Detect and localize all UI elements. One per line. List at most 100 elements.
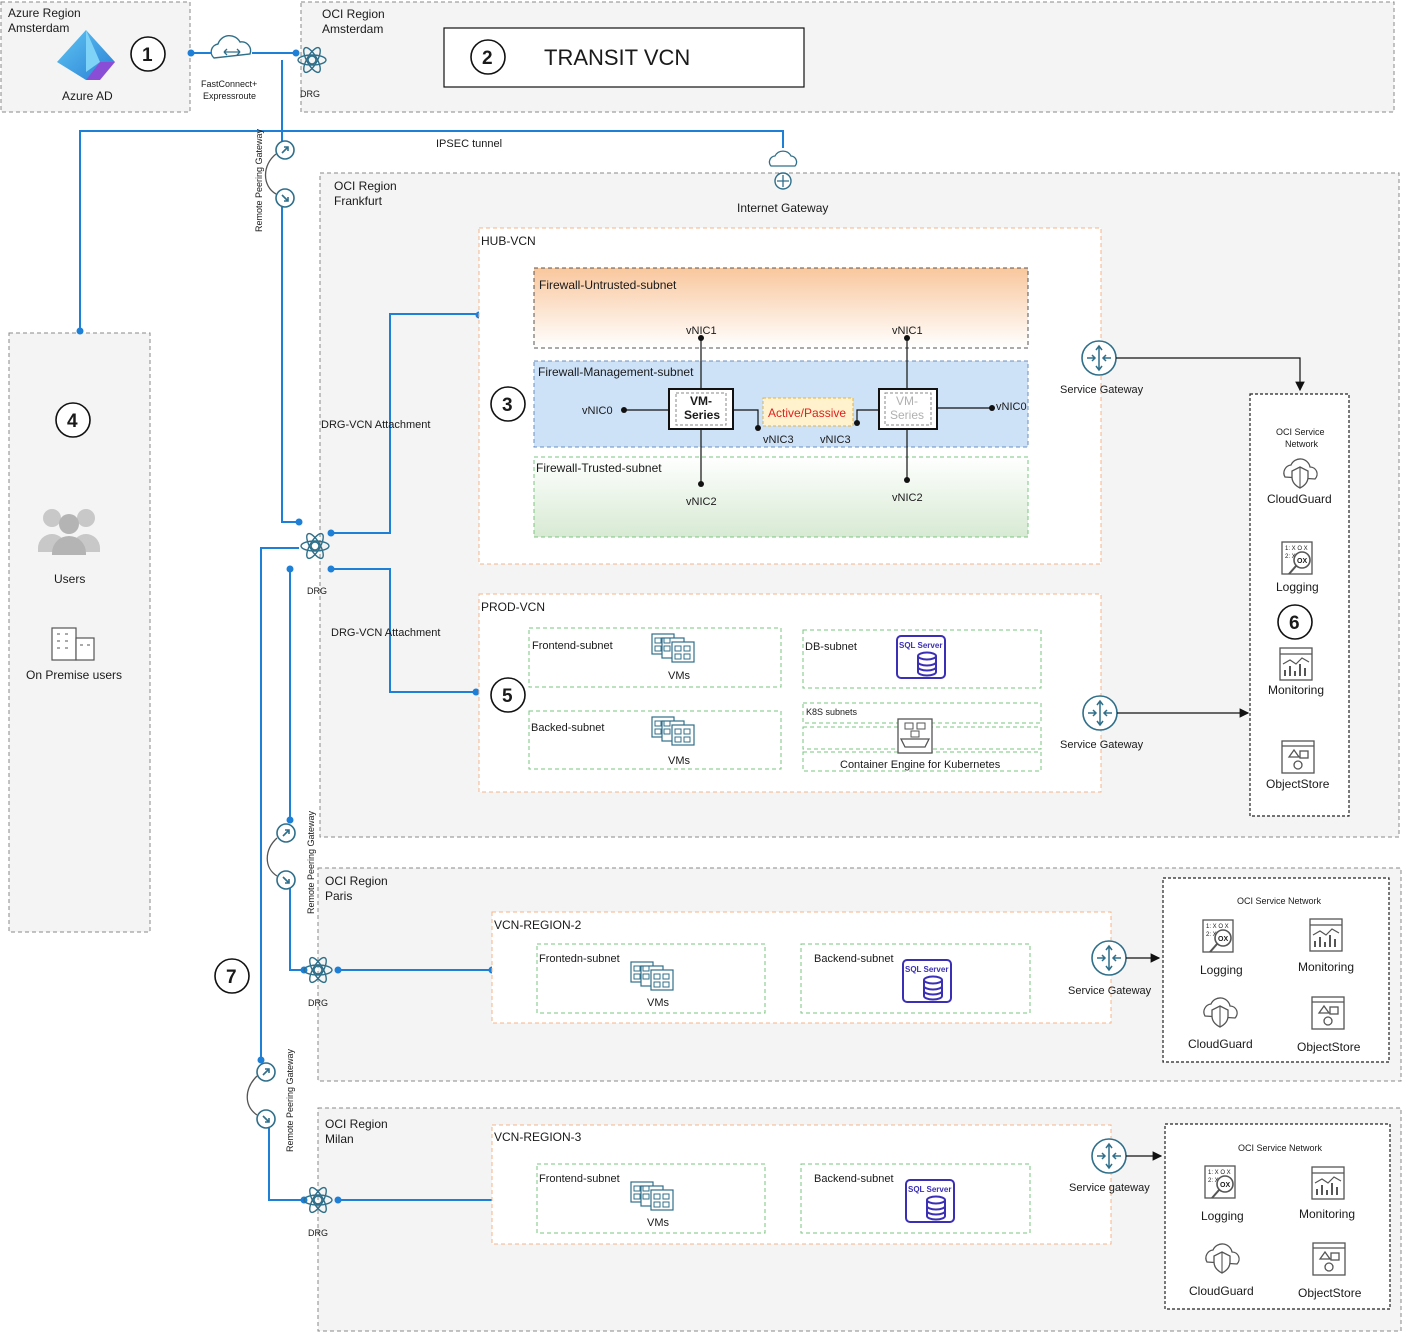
fastconnect-label-2: Expressroute	[203, 91, 256, 101]
container-engine-label: Container Engine for Kubernetes	[840, 759, 1001, 771]
prod-db-subnet-label: DB-subnet	[805, 641, 857, 653]
marker-3: 3	[502, 395, 513, 416]
link-drg-milan-chain	[260, 547, 299, 1060]
logging-milan-label: Logging	[1201, 1209, 1244, 1223]
milan-vms-label: VMs	[647, 1217, 670, 1229]
service-gateway-paris-label: Service Gateway	[1068, 985, 1152, 997]
monitoring-milan-label: Monitoring	[1299, 1207, 1355, 1221]
marker-5: 5	[502, 686, 513, 707]
paris-frontend-subnet-label: Frontedn-subnet	[539, 953, 620, 965]
vnic1-secondary-label: vNIC1	[892, 325, 923, 337]
milan-sql-server-label: SQL Server	[908, 1185, 951, 1194]
rpg-connector-1	[264, 153, 277, 195]
vnic2-secondary-label: vNIC2	[892, 492, 923, 504]
marker-4: 4	[67, 411, 78, 432]
firewall-wire-endpoints	[621, 335, 995, 487]
marker-7: 7	[226, 967, 237, 988]
oci-amsterdam-title: OCI Region	[322, 7, 385, 21]
rpg-paris-icon	[276, 870, 296, 890]
users-label: Users	[54, 572, 85, 586]
milan-frontend-subnet-label: Frontend-subnet	[539, 1173, 620, 1185]
vcn-region-2-title: VCN-REGION-2	[494, 918, 582, 932]
prod-backend-vms-label: VMs	[668, 755, 691, 767]
oci-milan-location: Milan	[325, 1132, 354, 1146]
logging-milan-icon	[1204, 1165, 1236, 1199]
rpg-frankfurt-milan-icon	[256, 1062, 276, 1082]
hub-vcn-title: HUB-VCN	[481, 234, 536, 248]
link-rpg-drg-milan	[268, 1128, 304, 1201]
objectstore-milan-icon	[1312, 1242, 1346, 1276]
azure-ad-icon	[57, 30, 115, 80]
prod-backend-subnet-label: Backed-subnet	[531, 722, 604, 734]
vm-series-secondary-line2: Series	[890, 408, 924, 422]
rpg-label-1: Remote Peering Gateway	[254, 128, 264, 232]
objectstore-paris-icon	[1311, 996, 1345, 1030]
service-gateway-milan-icon	[1091, 1138, 1127, 1174]
objectstore-frankfurt-label: ObjectStore	[1266, 777, 1330, 791]
objectstore-frankfurt-icon	[1281, 740, 1315, 774]
service-gateway-paris-icon	[1091, 940, 1127, 976]
vnic0-primary-label: vNIC0	[582, 405, 613, 417]
rpg-connector-2	[266, 837, 278, 877]
cloudguard-paris-label: CloudGuard	[1188, 1037, 1253, 1051]
users-icon	[38, 509, 100, 555]
drg-paris-label: DRG	[308, 998, 328, 1008]
vnic3-primary-label: vNIC3	[763, 434, 794, 446]
logging-paris-icon	[1202, 919, 1234, 953]
k8s-subnet-box-1	[802, 702, 1042, 724]
prod-frontend-vms-label: VMs	[668, 670, 691, 682]
service-gateway-hub-icon	[1081, 340, 1117, 376]
vm-series-primary-line1: VM-	[690, 394, 712, 408]
rpg-label-2: Remote Peering Gateway	[306, 810, 316, 914]
marker-6: 6	[1289, 613, 1300, 634]
logging-frankfurt-icon	[1281, 541, 1313, 575]
prod-frontend-subnet-label: Frontend-subnet	[532, 640, 613, 652]
paris-vms-label: VMs	[647, 997, 670, 1009]
oci-paris-title: OCI Region	[325, 874, 388, 888]
vm-series-secondary-inner	[884, 392, 932, 426]
management-subnet-label: Firewall-Management-subnet	[538, 365, 694, 379]
untrusted-subnet-box	[533, 267, 1029, 349]
oci-service-network-paris-box	[1162, 877, 1390, 1063]
vm-series-primary-inner	[675, 392, 727, 426]
rpg-frankfurt-icon	[275, 188, 295, 208]
milan-backend-subnet-label: Backend-subnet	[814, 1173, 894, 1185]
azure-ad-label: Azure AD	[62, 89, 113, 103]
fastconnect-label-1: FastConnect+	[201, 79, 257, 89]
oci-frankfurt-location: Frankfurt	[334, 194, 383, 208]
drg-vcn-attachment-label-2: DRG-VCN Attachment	[331, 627, 440, 639]
firewall-wires	[624, 338, 992, 484]
drg-vcn-attachment-label-1: DRG-VCN Attachment	[321, 419, 430, 431]
rpg-frankfurt-paris-icon	[276, 823, 296, 843]
link-drg-hubvcn	[331, 313, 479, 534]
vnic2-primary-label: vNIC2	[686, 496, 717, 508]
internet-gateway-label: Internet Gateway	[737, 201, 828, 215]
paris-backend-subnet-label: Backend-subnet	[814, 953, 894, 965]
active-passive-label: Active/Passive	[768, 406, 846, 420]
vnic0-secondary-label: vNIC0	[996, 401, 1027, 413]
rpg-label-3: Remote Peering Gateway	[285, 1048, 295, 1152]
azure-region-title: Azure Region	[8, 6, 81, 20]
link-rpg-drg-frankfurt	[281, 207, 299, 523]
vnic3-secondary-label: vNIC3	[820, 434, 851, 446]
oci-paris-location: Paris	[325, 889, 352, 903]
transit-vcn-label: TRANSIT VCN	[544, 45, 690, 70]
marker-1: 1	[142, 45, 153, 66]
active-passive-box	[762, 397, 854, 427]
osn-milan-title: OCI Service Network	[1238, 1143, 1323, 1153]
oci-amsterdam-location: Amsterdam	[322, 22, 383, 36]
cloudguard-milan-label: CloudGuard	[1189, 1284, 1254, 1298]
drg-amsterdam-label: DRG	[300, 89, 320, 99]
vnic1-primary-label: vNIC1	[686, 325, 717, 337]
fastconnect-icon	[210, 35, 252, 59]
k8s-subnets-label: K8S subnets	[806, 707, 858, 717]
vm-series-primary	[668, 388, 734, 430]
osn-paris-title: OCI Service Network	[1237, 896, 1322, 906]
vm-series-primary-line2: Series	[684, 408, 720, 422]
service-gateway-hub-label: Service Gateway	[1060, 384, 1144, 396]
azure-region-location: Amsterdam	[8, 21, 69, 35]
untrusted-subnet-label: Firewall-Untrusted-subnet	[539, 278, 677, 292]
arrow-hub-sgw	[1116, 357, 1305, 392]
service-gateway-prod-icon	[1082, 695, 1118, 731]
on-premise-building-icon	[51, 627, 95, 661]
